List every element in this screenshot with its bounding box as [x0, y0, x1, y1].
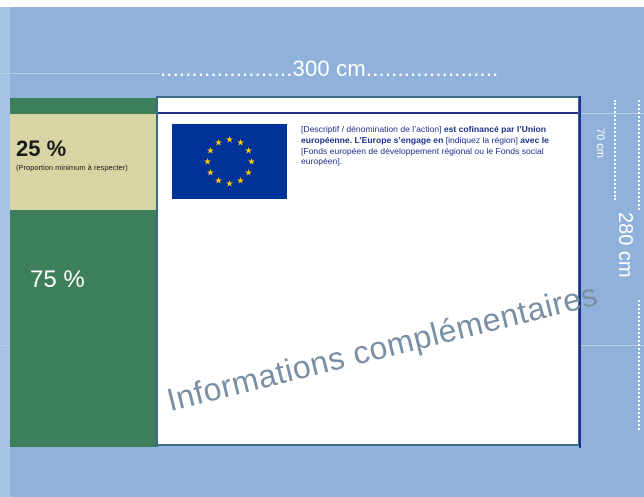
height-70-label: 70 cm [594, 128, 606, 158]
eu-star-icon: ★ [225, 135, 233, 145]
description-part: [Fonds européen de développement régiona… [301, 145, 544, 167]
left-margin [0, 7, 10, 497]
eu-flag-stars: ★★★★★★★★★★★★ [203, 135, 255, 189]
description-part: avec le [520, 134, 549, 145]
eu-star-icon: ★ [245, 168, 253, 178]
eu-star-icon: ★ [247, 157, 255, 167]
percent-75-label: 75 % [30, 266, 85, 293]
eu-star-icon: ★ [203, 157, 211, 167]
description-part: [indiquez la région] [443, 134, 521, 145]
eu-star-icon: ★ [206, 146, 214, 156]
description-part: [Descriptif / dénomination de l’action] [301, 124, 444, 134]
percent-25-label: 25 % [16, 136, 67, 161]
eu-star-icon: ★ [206, 168, 214, 178]
eu-star-icon: ★ [236, 137, 244, 147]
band-top-edge [10, 98, 158, 114]
eu-star-icon: ★ [225, 179, 233, 189]
panel-right-edge [579, 96, 581, 448]
height-280-dots-bottom [638, 300, 640, 430]
height-70-dots [614, 100, 616, 200]
proportion-band-75 [10, 210, 158, 447]
eu-star-icon: ★ [214, 176, 222, 186]
guide-line-top [0, 73, 160, 74]
panel-header-band [158, 98, 578, 114]
eu-star-icon: ★ [236, 176, 244, 186]
proportion-band-25 [10, 114, 158, 210]
description-part: est cofinancé par l’Union européenne. [301, 124, 547, 145]
top-strip [0, 0, 644, 7]
funding-description: [Descriptif / dénomination de l’action] … [301, 124, 573, 167]
proportion-note: (Proportion minimum à respecter) [16, 163, 128, 172]
description-part: L’Europe s’engage en [354, 134, 444, 145]
eu-star-icon: ★ [245, 146, 253, 156]
width-dimension-label: .....................300 cm.............… [160, 56, 499, 81]
height-280-dots-top [638, 100, 640, 210]
eu-star-icon: ★ [214, 137, 222, 147]
height-280-label: 280 cm [614, 212, 636, 278]
guide-line-right [580, 113, 644, 114]
guide-line-right-bottom [580, 345, 644, 346]
eu-flag-icon: ★★★★★★★★★★★★ [172, 124, 287, 199]
